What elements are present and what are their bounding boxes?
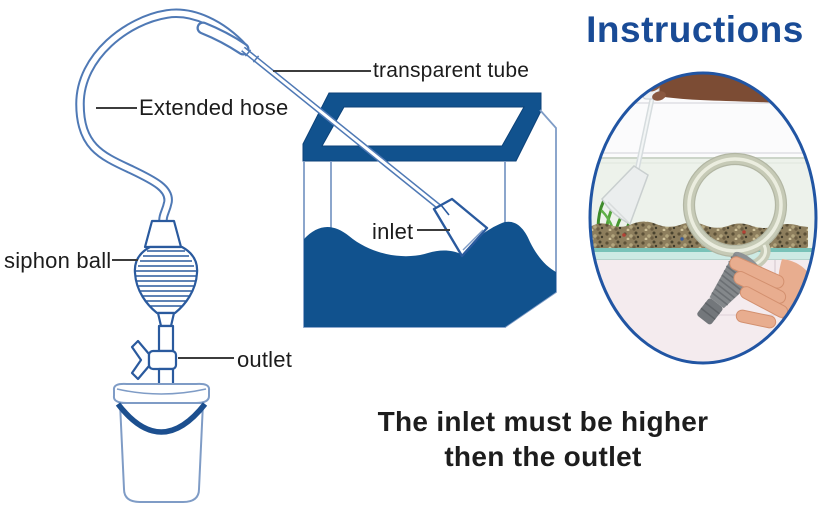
instruction-photo [588,71,818,365]
extended-hose-drawing [75,8,250,225]
transparent-tube-drawing [241,46,445,213]
inlet-funnel-drawing [432,197,489,258]
instructions-title: Instructions [586,9,804,50]
tank-water [304,221,556,327]
bucket-handle [115,402,208,435]
valve-tap-handle [130,339,151,381]
photo-tank-edge [590,248,816,252]
siphon-diagram [75,8,557,503]
photo-funnel [601,165,649,226]
caption-line-1: The inlet must be higher [377,406,709,437]
photo-oval-border [588,71,818,365]
caption-line-2: then the outlet [444,441,642,472]
label-inlet: inlet [372,219,414,244]
label-extended-hose: Extended hose [139,95,289,120]
label-outlet: outlet [237,347,293,372]
aquarium-tank-drawing [302,92,557,328]
tank-rim [302,92,542,162]
leader-lines [96,70,450,359]
bucket-drawing [112,382,211,503]
photo-hand-fingers [729,256,789,329]
caption: The inlet must be higher then the outlet [323,404,763,474]
label-siphon-ball: siphon ball [4,248,112,273]
siphon-ball-ribs [136,250,196,307]
siphon-ball-drawing [133,219,199,353]
label-transparent-tube: transparent tube [373,59,530,82]
